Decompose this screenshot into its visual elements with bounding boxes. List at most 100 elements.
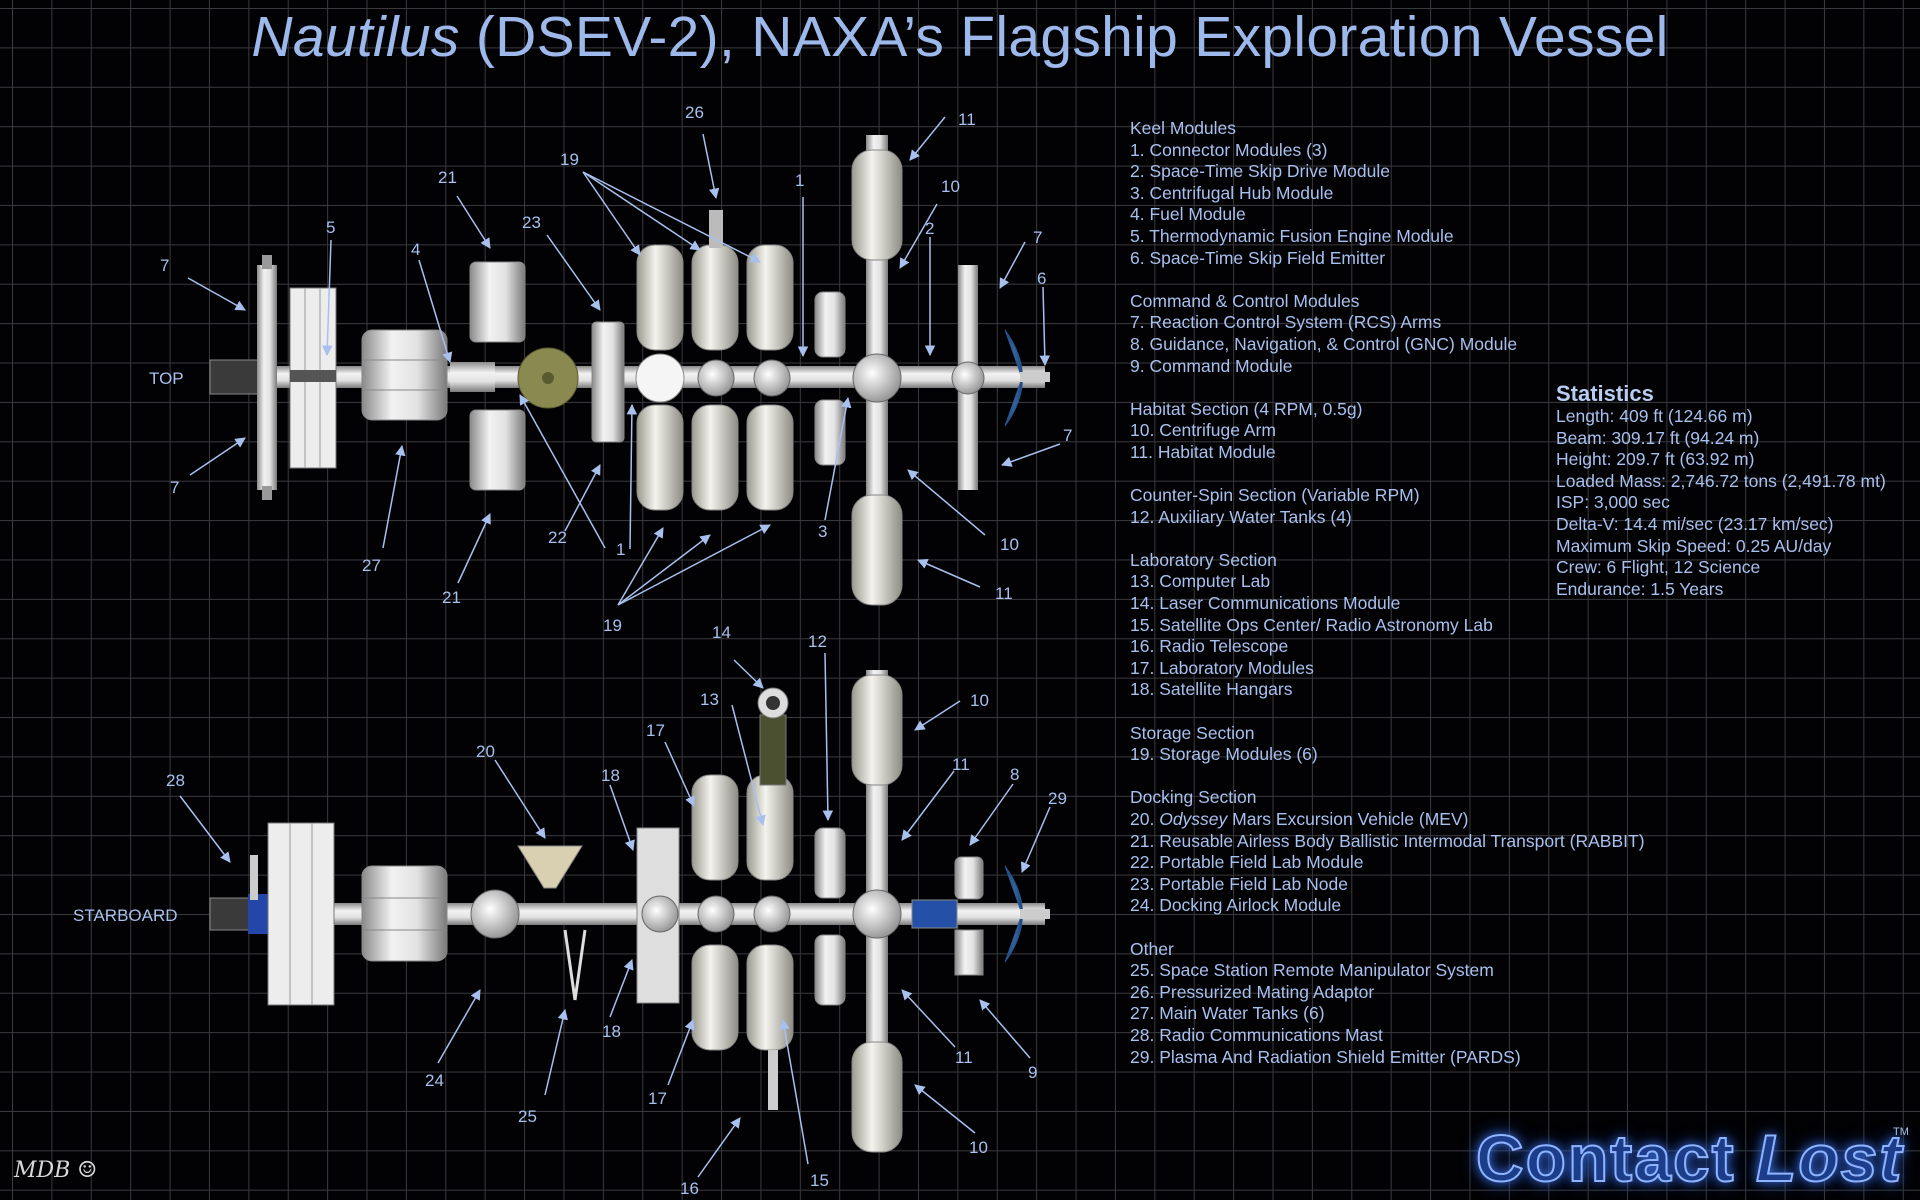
legend-item: 29. Plasma And Radiation Shield Emitter … [1130,1046,1521,1067]
logo-word-contact: Contact [1475,1120,1756,1196]
top-view-ship [209,135,1050,606]
page-title: Nautilus (DSEV-2), NAXA’s Flagship Explo… [0,4,1920,70]
legend-item: 26. Pressurized Mating Adaptor [1130,981,1375,1002]
legend-heading: Docking Section [1130,787,1257,808]
contact-lost-logo: Contact Lost [1475,1120,1904,1196]
callout-top-3: 3 [818,522,827,541]
callout-top-27: 27 [362,556,381,575]
stat-line: Beam: 309.17 ft (94.24 m) [1556,427,1760,448]
legend-item: 16. Radio Telescope [1130,636,1289,657]
callout-top-2: 2 [925,219,934,238]
sb-habitat-upper [851,674,903,786]
stat-line: Crew: 6 Flight, 12 Science [1556,557,1761,578]
legend-item: 27. Main Water Tanks (6) [1130,1003,1325,1024]
legend-item: 12. Auxiliary Water Tanks (4) [1130,506,1352,527]
top-callout-arrows [187,116,1061,606]
callout-sb-29: 29 [1048,789,1067,808]
legend-item: 23. Portable Field Lab Node [1130,873,1348,894]
sb-radiator [267,822,335,1006]
legend-heading: Storage Section [1130,722,1255,743]
callout-top-26: 26 [685,103,704,122]
top-skip-field-emitter [1004,329,1023,427]
vessel-name-odyssey: Odyssey [1159,809,1228,829]
top-rcs-arm-left [257,265,277,490]
stat-line: Height: 209.7 ft (63.92 m) [1556,449,1755,470]
callout-top-7c: 7 [1063,426,1072,445]
top-habitat-upper [851,149,903,261]
callout-top-22: 22 [548,528,567,547]
top-water-tanks [361,329,448,421]
legend-section-docking: Docking Section 20. Odyssey Mars Excursi… [1130,787,1690,917]
legend-item: 13. Computer Lab [1130,571,1271,592]
sb-docking-airlock [470,889,520,939]
legend-heading: Habitat Section (4 RPM, 0.5g) [1130,398,1363,419]
starboard-view-label: STARBOARD [73,906,178,925]
legend-section-storage: Storage Section 19. Storage Modules (6) [1130,723,1690,766]
legend-item: 20. Odyssey Mars Excursion Vehicle (MEV) [1130,809,1469,829]
top-rabbit-upper [469,261,526,343]
top-centrifugal-hub [852,353,902,403]
legend-item: 28. Radio Communications Mast [1130,1024,1383,1045]
legend-item: 7. Reaction Control System (RCS) Arms [1130,312,1442,333]
legend-item: 15. Satellite Ops Center/ Radio Astronom… [1130,614,1493,635]
stat-line: Delta-V: 14.4 mi/sec (23.17 km/sec) [1556,513,1834,534]
legend-heading: Counter-Spin Section (Variable RPM) [1130,485,1420,506]
sb-manipulator-arm [563,929,577,1001]
statistics-heading: Statistics [1556,381,1654,406]
callout-sb-17a: 17 [646,721,665,740]
legend-item: 17. Laboratory Modules [1130,657,1314,678]
logo-word-lost: Lost [1755,1120,1904,1196]
callout-top-4: 4 [411,240,420,259]
legend-section-habitat: Habitat Section (4 RPM, 0.5g) 10. Centri… [1130,399,1690,464]
legend-item: 1. Connector Modules (3) [1130,139,1328,160]
legend-item: 9. Command Module [1130,355,1293,376]
callout-sb-9: 9 [1028,1063,1037,1082]
module-legend: Keel Modules 1. Connector Modules (3) 2.… [1130,118,1690,1068]
legend-heading: Other [1130,938,1174,959]
callout-sb-15: 15 [810,1171,829,1190]
callout-top-19b: 19 [603,616,622,635]
top-docking-disc [635,353,685,403]
callout-sb-8: 8 [1010,765,1019,784]
callout-sb-14: 14 [712,623,731,642]
callout-top-19a: 19 [560,150,579,169]
callout-sb-11b: 11 [955,1048,973,1067]
top-callout-numbers: 7 5 21 4 23 19 26 1 11 10 2 7 6 7 27 21 … [160,103,1072,635]
stat-line: Endurance: 1.5 Years [1556,578,1724,599]
sb-radio-telescope-mast [768,1050,778,1110]
legend-heading: Keel Modules [1130,118,1237,138]
sb-laser-comms-tower [759,714,787,786]
callout-top-1b: 1 [616,540,625,559]
sb-water-tanks [361,865,448,962]
legend-item: 4. Fuel Module [1130,204,1246,225]
callout-sb-20: 20 [476,742,495,761]
callout-top-21b: 21 [442,588,461,607]
legend-item: 18. Satellite Hangars [1130,679,1293,700]
legend-heading: Command & Control Modules [1130,290,1360,311]
legend-item: 19. Storage Modules (6) [1130,744,1318,765]
callout-top-5: 5 [326,218,335,237]
callout-sb-12: 12 [808,632,827,651]
starboard-view-ship [209,670,1050,1153]
stat-line: ISP: 3,000 sec [1556,492,1670,513]
sb-aux-tank-lower [814,934,846,1006]
legend-item: 11. Habitat Module [1130,441,1276,462]
legend-section-command: Command & Control Modules 7. Reaction Co… [1130,291,1690,377]
legend-heading: Laboratory Section [1130,549,1277,570]
statistics-panel: Statistics Length: 409 ft (124.66 m) Bea… [1556,382,1886,600]
legend-item: 8. Guidance, Navigation, & Control (GNC)… [1130,333,1518,354]
callout-sb-25: 25 [518,1107,537,1126]
legend-item: 22. Portable Field Lab Module [1130,852,1364,873]
sb-gnc-module [954,856,984,900]
title-ship-name: Nautilus [251,5,460,69]
top-fuel-module [450,362,495,392]
legend-item: 10. Centrifuge Arm [1130,420,1276,441]
callout-top-10a: 10 [941,177,960,196]
legend-item: 6. Space-Time Skip Field Emitter [1130,247,1386,268]
callout-sb-10a: 10 [970,691,989,710]
sb-habitat-lower [851,1041,903,1153]
callout-sb-10b: 10 [969,1138,988,1157]
stat-line: Length: 409 ft (124.66 m) [1556,406,1753,426]
legend-item: 24. Docking Airlock Module [1130,895,1342,916]
legend-item: 3. Centrifugal Hub Module [1130,182,1334,203]
